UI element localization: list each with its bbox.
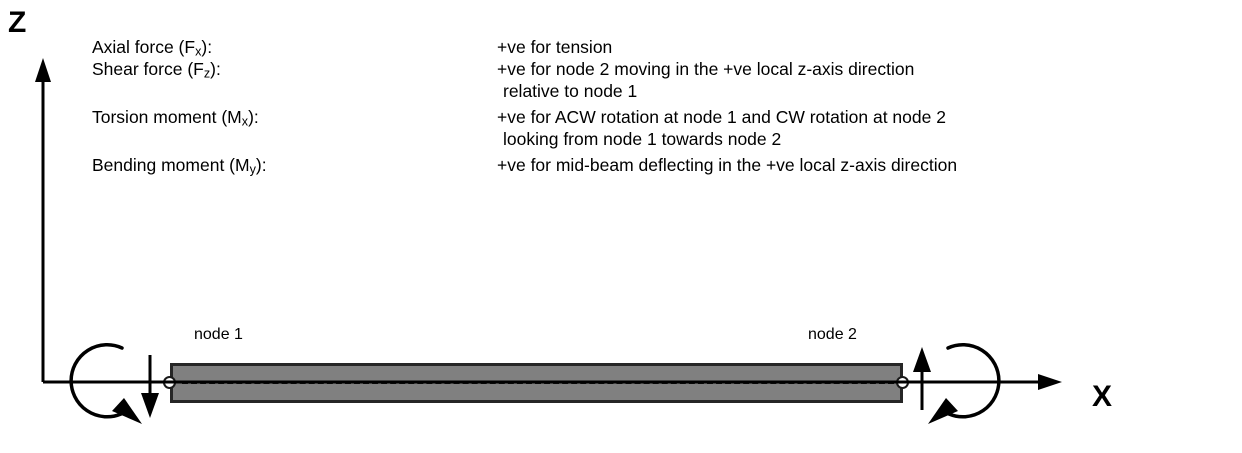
- definition-term-torsion-moment: Torsion moment (Mx):: [92, 107, 259, 129]
- definition-row-torsion-moment-cont: looking from node 1 towards node 2: [92, 128, 1212, 154]
- sign-convention-list: Axial force (Fx): +ve for tension Shear …: [92, 36, 1212, 176]
- definition-term-axial-force: Axial force (Fx):: [92, 37, 213, 59]
- right-arrow-icon: [1038, 374, 1062, 390]
- definition-term-shear-force: Shear force (Fz):: [92, 59, 221, 81]
- definition-desc-bending-moment-line-1: +ve for mid-beam deflecting in the +ve l…: [497, 155, 958, 175]
- node-circle-icon: [163, 376, 176, 389]
- node-circle-icon: [896, 376, 909, 389]
- definition-row-torsion-moment: Torsion moment (Mx): +ve for ACW rotatio…: [92, 106, 1212, 128]
- node-2-label: node 2: [808, 326, 857, 343]
- definition-desc-torsion-moment-line-1: +ve for ACW rotation at node 1 and CW ro…: [497, 107, 946, 127]
- up-arrow-icon: [913, 347, 931, 372]
- x-axis-label: X: [1092, 380, 1113, 413]
- node-1-shear-force-arrow: [141, 355, 159, 418]
- definition-desc-shear-force-line-1: +ve for node 2 moving in the +ve local z…: [497, 59, 915, 79]
- definition-desc-torsion-moment-line-2: looking from node 1 towards node 2: [503, 129, 782, 149]
- up-arrow-icon: [35, 58, 51, 82]
- beam-centerline: [182, 381, 894, 384]
- z-axis-label: Z: [8, 6, 27, 39]
- down-arrow-icon: [141, 393, 159, 418]
- definition-desc-shear-force-line-2: relative to node 1: [503, 81, 638, 101]
- definition-term-bending-moment: Bending moment (My):: [92, 155, 267, 177]
- definition-row-shear-force: Shear force (Fz): +ve for node 2 moving …: [92, 58, 1212, 80]
- node-2-torsion-moment-arc: [928, 343, 1001, 424]
- z-axis: [35, 58, 51, 382]
- node-1-label: node 1: [194, 326, 243, 343]
- definition-row-axial-force: Axial force (Fx): +ve for tension: [92, 36, 1212, 58]
- definition-row-shear-force-cont: relative to node 1: [92, 80, 1212, 106]
- node-2-shear-force-arrow: [913, 347, 931, 410]
- cw-rotation-arrowhead-icon: [112, 398, 142, 424]
- definition-row-bending-moment: Bending moment (My): +ve for mid-beam de…: [92, 154, 1212, 176]
- cw-rotation-arrowhead-icon: [928, 398, 958, 424]
- definition-desc-axial-force-line-1: +ve for tension: [497, 37, 613, 57]
- node-1-torsion-moment-arc: [69, 343, 142, 424]
